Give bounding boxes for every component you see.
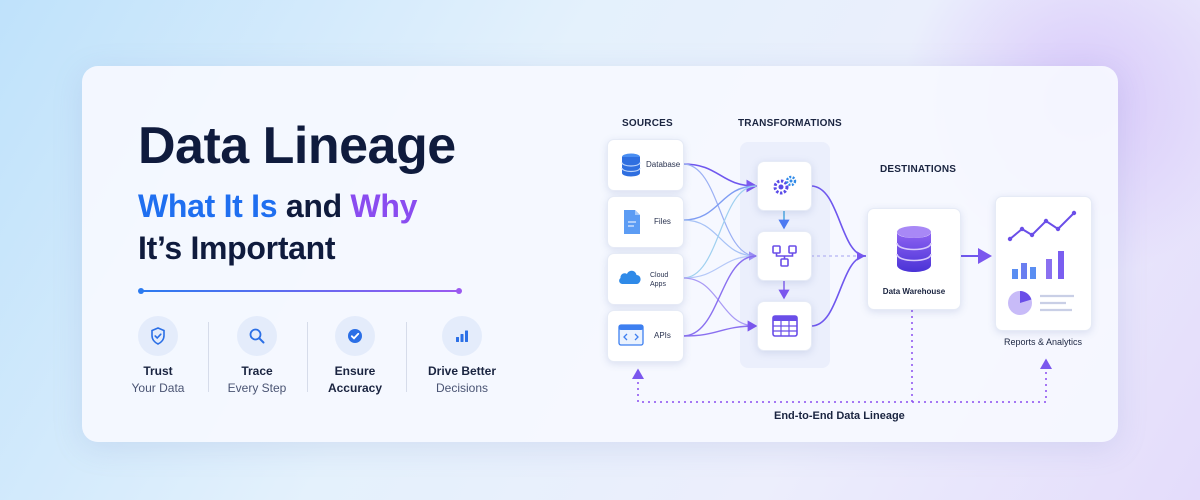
transformation-workflow[interactable]: [757, 231, 812, 281]
table-icon: [772, 315, 798, 337]
benefit-separator: [406, 322, 407, 392]
benefit-separator: [307, 322, 308, 392]
api-window-icon: [618, 324, 644, 346]
subtitle-important: It’s Important: [138, 229, 336, 266]
lineage-dotted-line: [912, 358, 1052, 403]
cloud-icon: [619, 270, 641, 284]
subtitle-what: What It Is: [138, 188, 278, 224]
source-cloud-apps-label: Cloud Apps: [650, 272, 669, 288]
sources-heading: SOURCES: [622, 118, 673, 129]
destination-data-warehouse[interactable]: Data Warehouse: [867, 208, 961, 310]
data-warehouse-label: Data Warehouse: [882, 287, 946, 296]
source-database-label: Database: [646, 160, 681, 169]
benefit-accuracy-line2: Accuracy: [327, 381, 383, 395]
bar-chart-icon: [442, 316, 482, 356]
flow-line: [682, 163, 758, 193]
benefit-trust-line2: Your Data: [131, 381, 185, 395]
magnifier-icon: [237, 316, 277, 356]
flow-line: [682, 185, 757, 279]
flow-line: [682, 255, 757, 279]
benefit-trace-line2: Every Step: [227, 381, 287, 395]
transformation-processing[interactable]: [757, 161, 812, 211]
source-files-label: Files: [654, 217, 671, 226]
reports-analytics-label: Reports & Analytics: [1004, 337, 1083, 347]
lineage-label: End-to-End Data Lineage: [774, 410, 905, 422]
destinations-heading: DESTINATIONS: [880, 164, 957, 175]
benefit-decisions-line1: Drive Better: [427, 364, 497, 378]
flow-line: [810, 255, 867, 327]
lineage-dotted-line: [632, 310, 913, 403]
database-icon: [621, 153, 641, 177]
flow-line: [682, 277, 757, 327]
flow-line: [682, 255, 757, 337]
benefit-accuracy: Ensure Accuracy: [305, 316, 405, 395]
transformation-table[interactable]: [757, 301, 812, 351]
benefit-separator: [208, 322, 209, 392]
source-apis-label: APIs: [654, 331, 671, 340]
divider-dot-right: [456, 288, 462, 294]
workflow-icon: [772, 245, 797, 267]
page-subtitle: What It Is and Why It’s Important: [138, 186, 417, 269]
subtitle-why: Why: [350, 188, 418, 224]
file-icon: [624, 210, 640, 234]
source-apis[interactable]: APIs: [607, 310, 684, 362]
source-database[interactable]: Database: [607, 139, 684, 191]
data-warehouse-icon: [896, 226, 932, 272]
benefit-accuracy-line1: Ensure: [334, 364, 376, 378]
benefit-decisions-line2: Decisions: [435, 381, 489, 395]
source-files[interactable]: Files: [607, 196, 684, 248]
flow-line: [682, 219, 758, 261]
benefit-trace: Trace Every Step: [207, 316, 307, 395]
flow-line: [682, 163, 757, 257]
title-divider: [138, 288, 462, 294]
benefit-trust-line1: Trust: [143, 364, 173, 378]
flow-line: [682, 320, 758, 337]
gears-icon: [773, 175, 797, 195]
page-title: Data Lineage: [138, 117, 456, 175]
reports-dashboard-icon: [1007, 210, 1077, 315]
benefit-trust: Trust Your Data: [108, 316, 208, 395]
transformations-heading: TRANSFORMATIONS: [738, 118, 842, 129]
flow-line: [810, 185, 867, 257]
destination-reports-analytics[interactable]: [995, 196, 1092, 331]
source-cloud-apps[interactable]: Cloud Apps: [607, 253, 684, 305]
flow-line: [682, 185, 757, 221]
divider-dot-left: [138, 288, 144, 294]
benefit-trace-line1: Trace: [241, 364, 273, 378]
subtitle-and: and: [277, 188, 351, 224]
benefit-decisions: Drive Better Decisions: [412, 316, 512, 395]
check-badge-icon: [335, 316, 375, 356]
shield-check-icon: [138, 316, 178, 356]
